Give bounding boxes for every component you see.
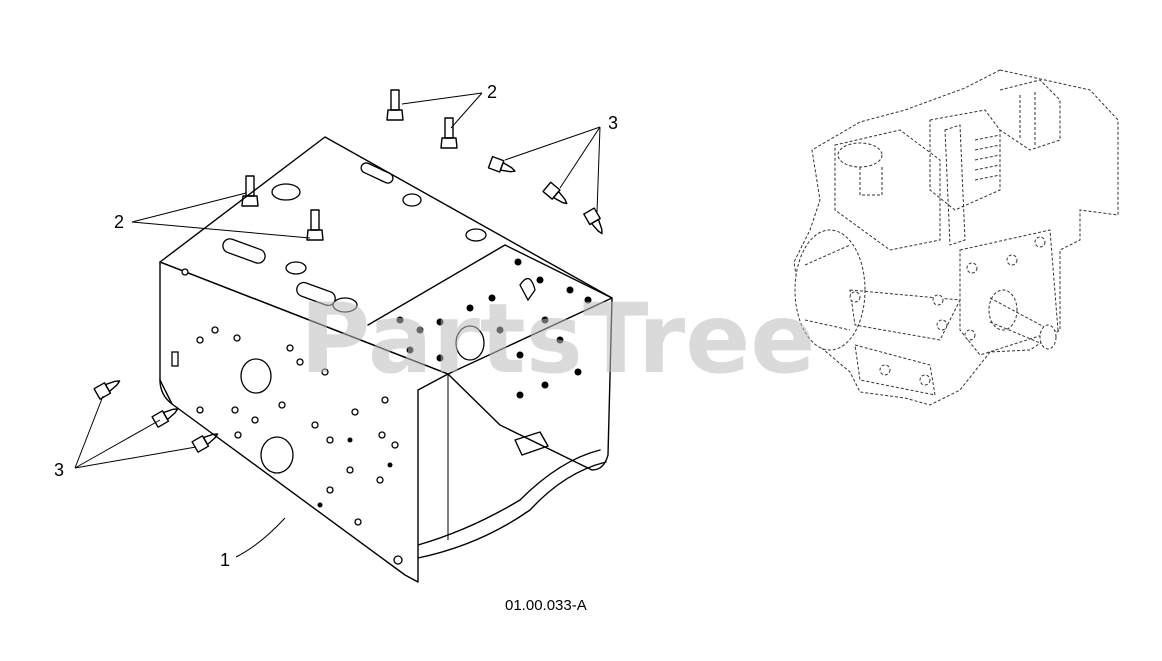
screw bbox=[151, 408, 179, 428]
screw bbox=[487, 155, 516, 173]
frame-side-plate bbox=[367, 244, 613, 471]
screw bbox=[93, 380, 121, 400]
frame-assembly[interactable] bbox=[159, 136, 613, 583]
callout-2-top: 2 bbox=[487, 82, 497, 102]
screw bbox=[583, 207, 603, 235]
stud-bolt bbox=[306, 209, 324, 241]
stud-bolt bbox=[386, 89, 404, 121]
callout-2-left: 2 bbox=[114, 212, 124, 232]
screw bbox=[542, 181, 568, 205]
screws[interactable] bbox=[93, 155, 607, 453]
stud-bolt bbox=[440, 117, 458, 149]
callout-3-left: 3 bbox=[54, 460, 64, 480]
frame-handle-bar bbox=[417, 449, 601, 546]
stud-bolt bbox=[241, 175, 259, 207]
engine-reference-phantom bbox=[793, 69, 1119, 406]
stud-bolts[interactable] bbox=[241, 89, 458, 241]
figure-id: 01.00.033-A bbox=[505, 597, 587, 614]
watermark-text: PartsTree bbox=[300, 283, 815, 395]
callout-1: 1 bbox=[220, 550, 230, 570]
screw bbox=[191, 433, 219, 453]
callout-3-top: 3 bbox=[608, 113, 618, 133]
leader-lines bbox=[74, 92, 601, 558]
